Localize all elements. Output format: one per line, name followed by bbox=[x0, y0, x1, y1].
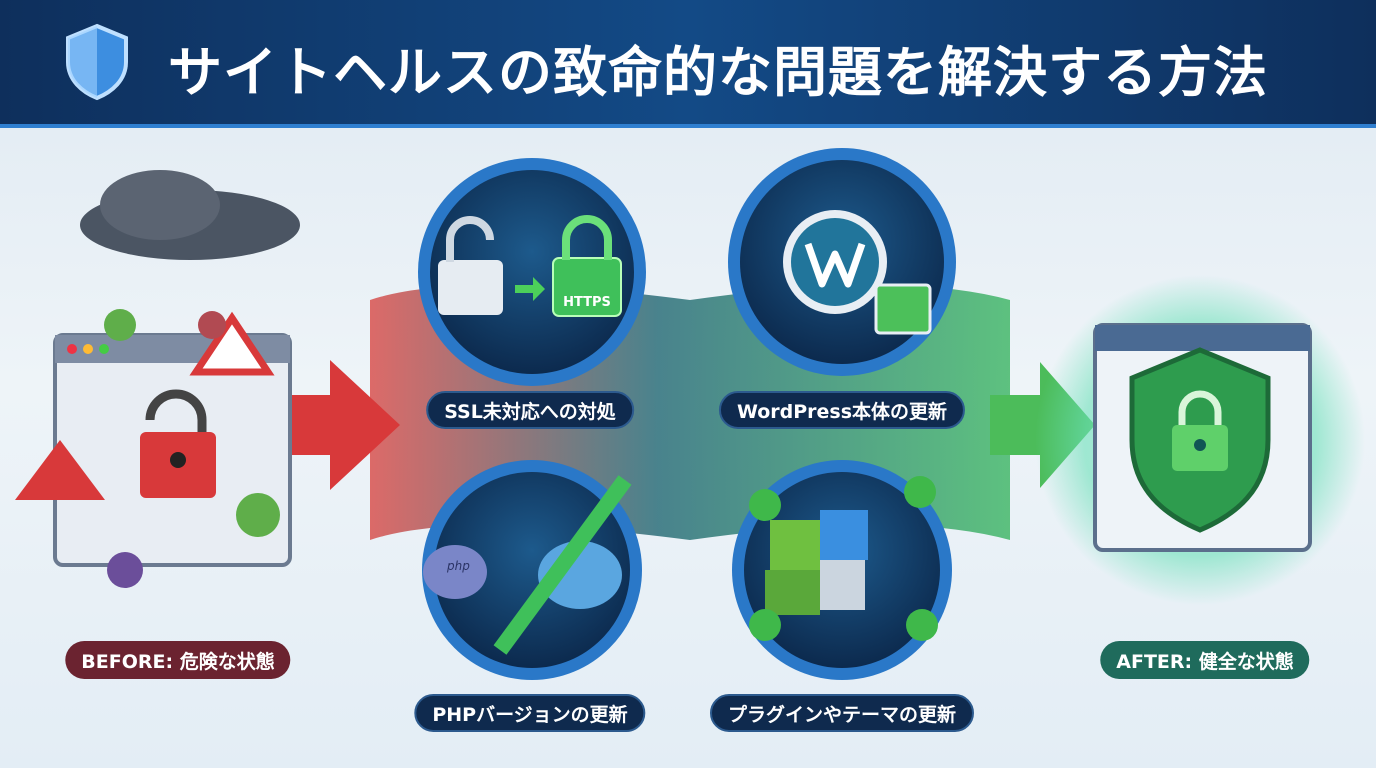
step-circle-wordpress bbox=[728, 148, 956, 376]
php-elephant-icon bbox=[423, 545, 487, 599]
step-circle-php: php bbox=[422, 460, 642, 680]
broken-website-illustration bbox=[15, 170, 300, 588]
header-banner: サイトヘルスの致命的な問題を解決する方法 bbox=[0, 0, 1376, 128]
php-badge: php bbox=[446, 559, 470, 573]
https-badge: HTTPS bbox=[563, 295, 611, 310]
step-circle-plugins bbox=[732, 460, 952, 680]
step-circle-ssl: HTTPS bbox=[418, 158, 646, 386]
shield-icon bbox=[66, 23, 128, 101]
step-label-php: PHPバージョンの更新 bbox=[414, 694, 646, 732]
after-label: AFTER: 健全な状態 bbox=[1100, 641, 1310, 679]
page-title: サイトヘルスの致命的な問題を解決する方法 bbox=[168, 41, 1268, 104]
step-label-wordpress: WordPress本体の更新 bbox=[718, 391, 966, 429]
red-arrow bbox=[268, 360, 400, 490]
step-label-ssl: SSL未対応への対処 bbox=[426, 391, 634, 429]
before-label: BEFORE: 危険な状態 bbox=[65, 641, 291, 679]
secure-website-illustration bbox=[1035, 275, 1365, 605]
wordpress-logo-icon bbox=[783, 210, 887, 314]
step-label-plugins: プラグインやテーマの更新 bbox=[709, 694, 975, 732]
